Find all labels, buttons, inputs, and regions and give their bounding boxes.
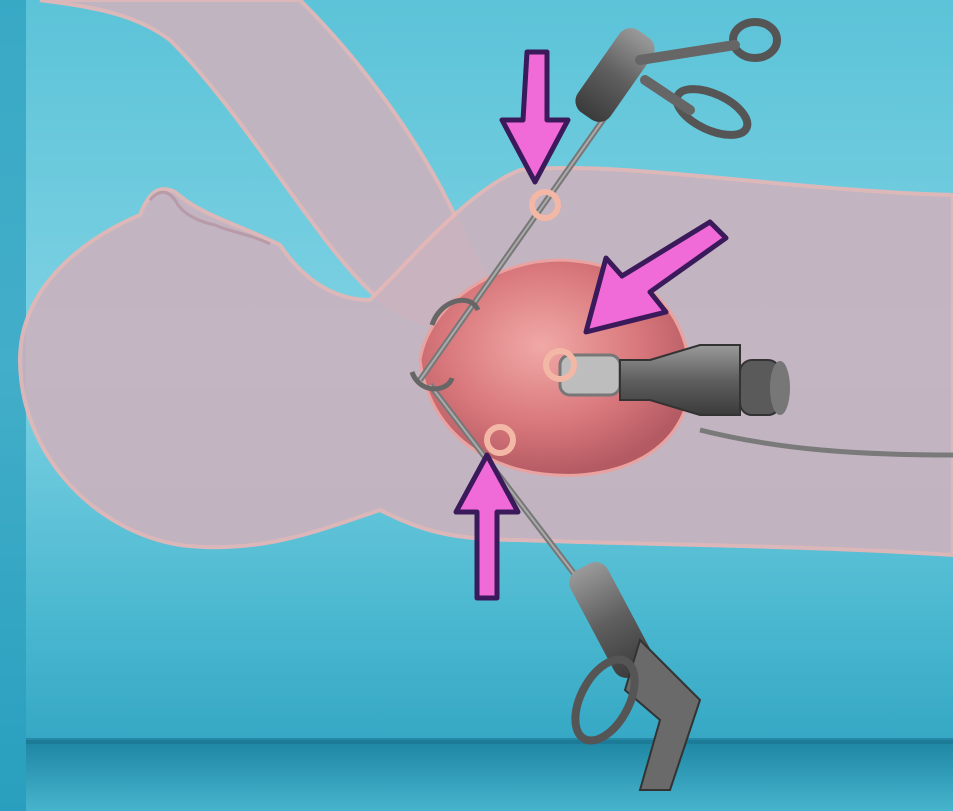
frame-bottom-edge [26,740,953,811]
frame-bottom-line [26,738,953,744]
frame-left-edge [0,0,26,811]
